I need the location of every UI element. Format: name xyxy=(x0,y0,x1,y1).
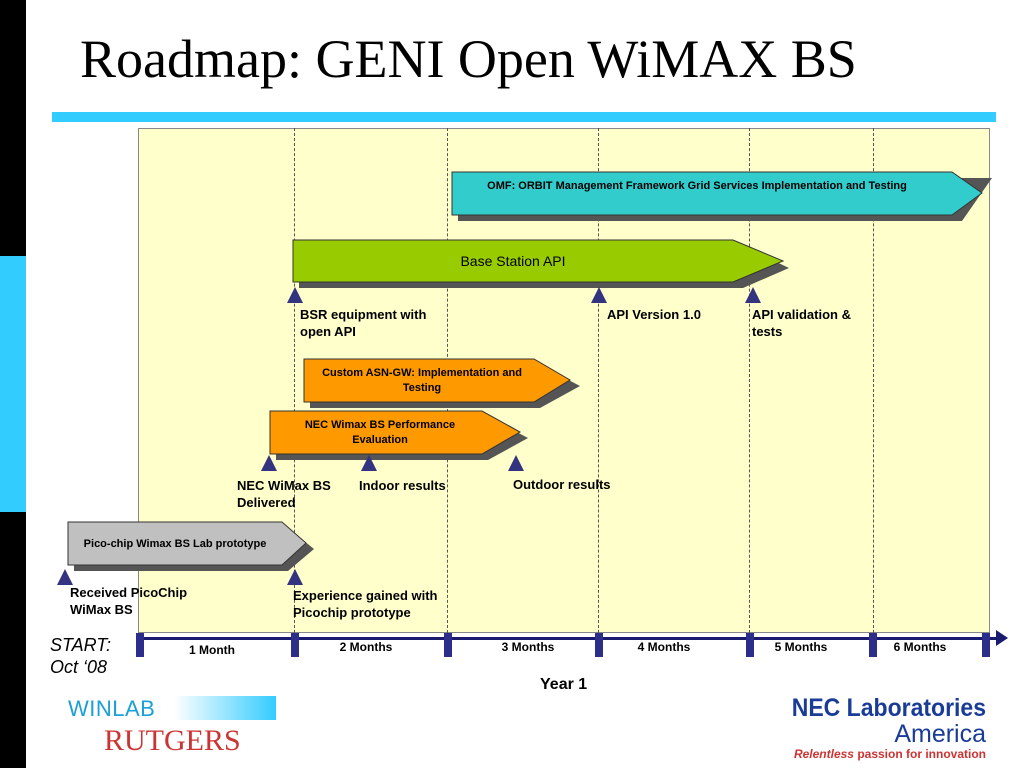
nec-tagline: passion for innovation xyxy=(857,747,986,761)
milestone-marker-bsr xyxy=(287,287,303,303)
winlab-logo-swoosh xyxy=(174,696,276,720)
milestone-label-outdoor: Outdoor results xyxy=(513,477,611,492)
rutgers-logo-text: RUTGERS xyxy=(104,724,241,757)
winlab-logo-text: WINLAB xyxy=(68,696,156,721)
milestone-label-received: Received PicoChip WiMax BS xyxy=(70,585,188,617)
timeline-tick xyxy=(746,633,754,657)
slide-title: Roadmap: GENI Open WiMAX BS xyxy=(80,29,857,89)
month-label-4: 4 Months xyxy=(637,640,691,654)
nec-performance-task-bar: NEC Wimax BS Performance Evaluation xyxy=(269,410,534,461)
year-label: Year 1 xyxy=(540,676,588,693)
nec-performance-task-label: NEC Wimax BS Performance Evaluation xyxy=(304,419,456,446)
milestone-marker-experience xyxy=(287,569,303,585)
timeline-axis-arrowhead xyxy=(996,630,1008,646)
nec-logo-line2: America xyxy=(894,720,986,748)
timeline-tick xyxy=(136,633,144,657)
omf-task-label: OMF: ORBIT Management Framework Grid Ser… xyxy=(487,180,907,192)
milestone-label-experience: Experience gained with Picochip prototyp… xyxy=(293,588,438,620)
milestone-label-api-v1: API Version 1.0 xyxy=(607,307,701,322)
milestone-marker-received xyxy=(57,569,73,585)
base-station-api-label: Base Station API xyxy=(460,253,566,269)
milestone-label-bsr: BSR equipment with open API xyxy=(300,307,427,339)
milestone-marker-api-validation xyxy=(745,287,761,303)
milestone-label-api-validation: API validation & tests xyxy=(752,307,851,339)
base-station-api-task-bar: Base Station API xyxy=(292,239,793,290)
timeline-tick xyxy=(291,633,299,657)
milestone-marker-nec-delivered xyxy=(261,455,277,471)
left-accent-bar-black xyxy=(0,0,26,256)
month-divider-line xyxy=(749,128,750,633)
milestone-label-indoor: Indoor results xyxy=(359,478,446,493)
timeline-tick xyxy=(595,633,603,657)
omf-task-bar: OMF: ORBIT Management Framework Grid Ser… xyxy=(451,171,992,226)
left-accent-bar-black-bottom xyxy=(0,512,26,768)
month-divider-line xyxy=(873,128,874,633)
picochip-task-label: Pico-chip Wimax BS Lab prototype xyxy=(83,538,267,550)
nec-logo-line1: NEC Laboratories xyxy=(791,694,986,722)
milestone-marker-outdoor xyxy=(508,455,524,471)
month-label-1: 1 Month xyxy=(189,643,235,657)
title-underline xyxy=(52,112,996,122)
asn-gw-task-label: Custom ASN-GW: Implementation and Testin… xyxy=(322,367,522,394)
milestone-marker-indoor xyxy=(361,455,377,471)
winlab-logo: WINLAB xyxy=(66,696,276,721)
nec-tagline-emphasis: Relentless xyxy=(793,747,854,761)
asn-gw-task-bar: Custom ASN-GW: Implementation and Testin… xyxy=(303,358,584,409)
month-divider-line xyxy=(598,128,599,633)
timeline-tick xyxy=(869,633,877,657)
left-accent-bar-blue xyxy=(0,256,26,512)
milestone-marker-api-v1 xyxy=(591,287,607,303)
month-label-5: 5 Months xyxy=(774,640,828,654)
month-label-6: 6 Months xyxy=(893,640,947,654)
milestone-label-nec-delivered: NEC WiMax BS Delivered xyxy=(237,478,331,510)
month-label-2: 2 Months xyxy=(339,640,393,654)
month-label-3: 3 Months xyxy=(501,640,555,654)
timeline-tick xyxy=(444,633,452,657)
timeline-start-label: START: Oct ‘08 xyxy=(50,635,112,677)
timeline-tick xyxy=(982,633,990,657)
picochip-task-bar: Pico-chip Wimax BS Lab prototype xyxy=(67,521,318,572)
nec-laboratories-logo: NEC Laboratories America Relentless pass… xyxy=(766,694,986,762)
timeline-axis xyxy=(138,637,998,640)
month-divider-line xyxy=(294,128,295,633)
